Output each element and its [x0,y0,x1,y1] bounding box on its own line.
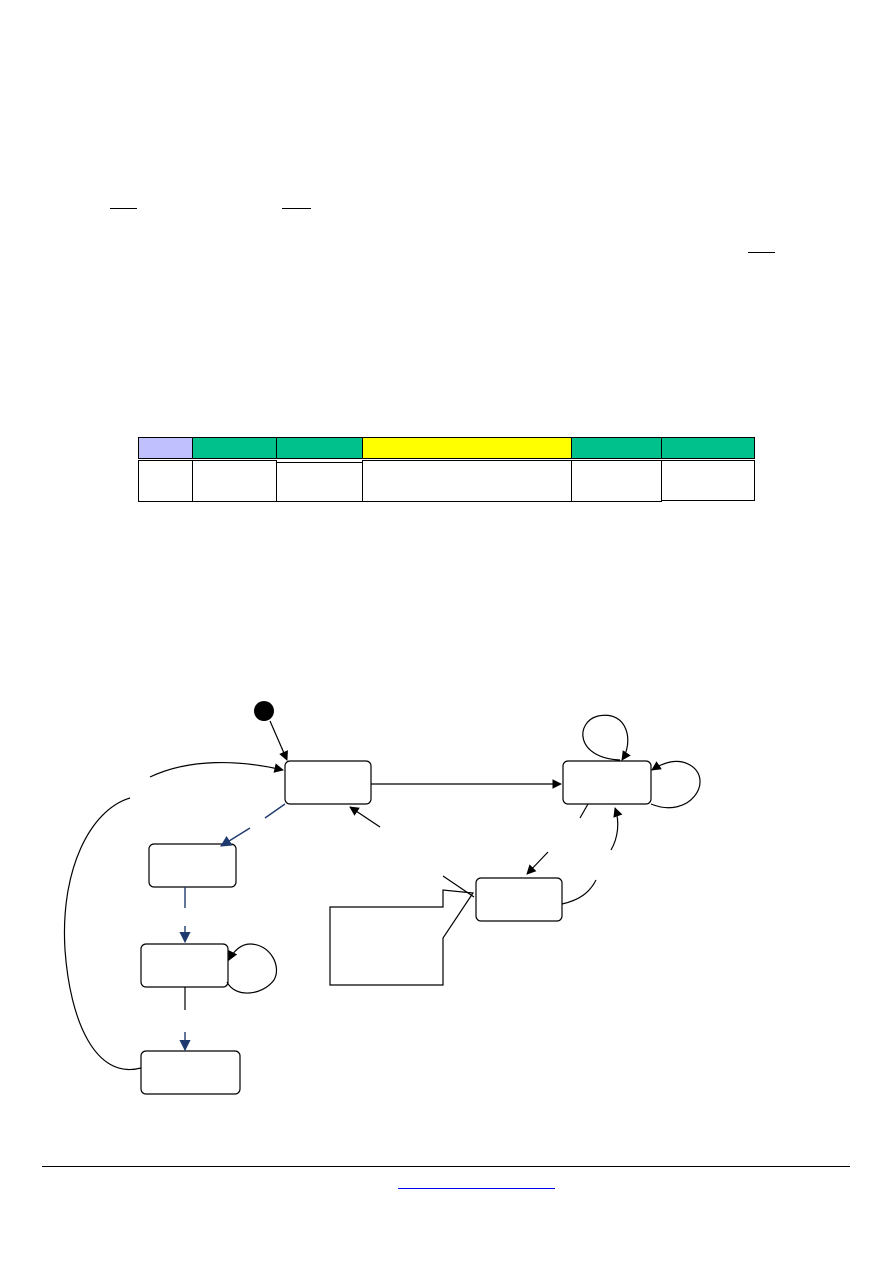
frame-field-header [192,437,277,459]
frame-field-cell [192,460,277,502]
frame-field-cell [362,460,572,502]
frame-field-cell [138,460,193,502]
initial-transition-arrow [269,720,288,761]
overline-mark [282,208,311,209]
frame-field-header [571,437,662,459]
frame-format-table [138,437,755,502]
state-diagram-canvas [63,701,701,1095]
transition-arrow [220,827,251,847]
transition-arrow [349,806,381,828]
overline-mark [748,252,775,253]
frame-field-cell [661,460,755,501]
state-left-2 [140,943,229,988]
self-loop-arrow [226,943,278,994]
frame-field-header [276,437,363,459]
state-diagram [0,680,893,1120]
self-loop-arrow [597,714,631,761]
frame-field-header [362,437,572,459]
transition-arrow [579,803,589,819]
frame-field-cell [276,462,363,502]
state-left-1 [148,843,237,888]
footer-divider [42,1166,850,1167]
transition-arrow [264,803,286,819]
frame-field-header [661,437,755,459]
overline-mark [110,208,137,209]
state-top-right [562,760,652,805]
self-loop-arrow [650,760,701,809]
note-pointer [442,875,475,898]
transition-arrow [610,807,623,851]
initial-state-dot [254,701,274,721]
transition-arrow [561,879,597,905]
return-transition-arrow [63,797,142,1071]
transition-arrow [526,851,549,875]
state-left-3 [140,1050,241,1095]
state-middle-right [475,877,563,922]
frame-field-cell [571,460,662,502]
note-callout [329,889,475,986]
self-loop-arrow [582,715,621,761]
frame-field-header [138,437,193,459]
return-transition-arrow [149,762,284,778]
state-top-left [284,760,372,805]
footer-link[interactable] [398,1188,555,1189]
